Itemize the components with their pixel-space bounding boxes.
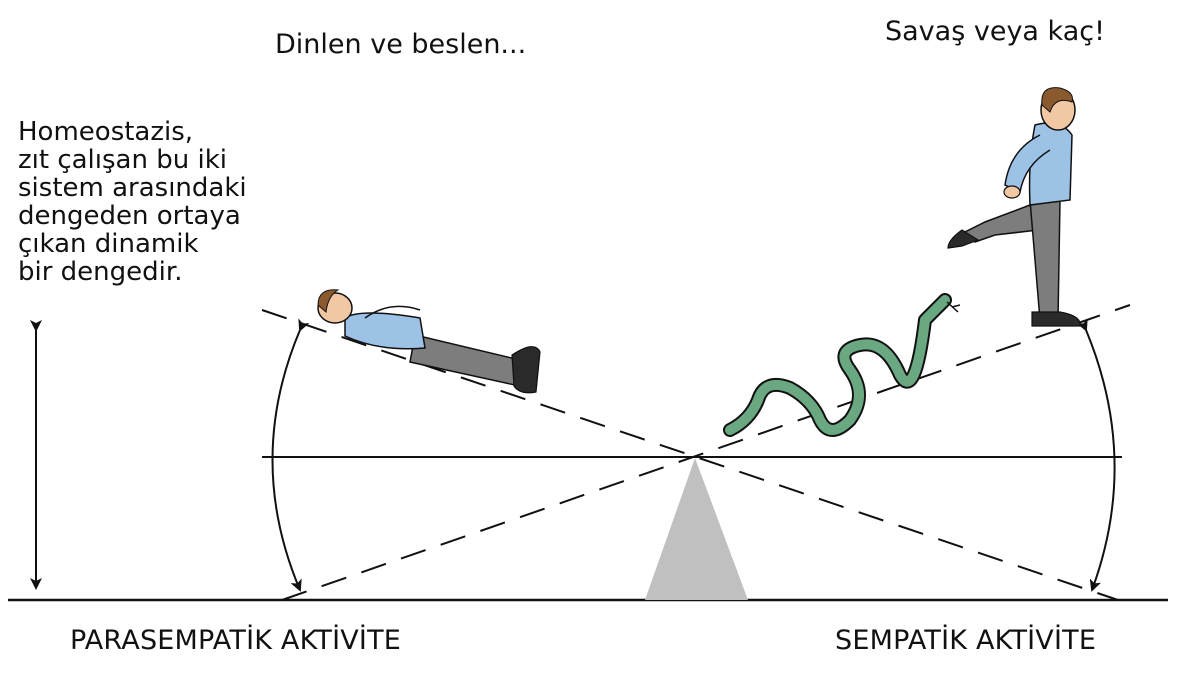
homeostasis-line: bir dengedir. bbox=[18, 257, 183, 287]
homeostasis-line: zıt çalışan bu iki bbox=[18, 145, 227, 175]
left-arc-arrow bbox=[271, 318, 310, 592]
homeostasis-line: dengeden ortaya bbox=[18, 201, 241, 231]
fight-or-flight-caption: Savaş veya kaç! bbox=[885, 16, 1105, 47]
dashed-line-descending bbox=[261, 309, 1119, 601]
fulcrum-triangle bbox=[645, 458, 748, 600]
right-arc-arrow bbox=[1076, 318, 1116, 592]
parasympathetic-activity-label: PARASEMPATİK AKTİVİTE bbox=[70, 625, 402, 656]
dashed-line-ascending bbox=[281, 304, 1131, 601]
snake-icon bbox=[723, 293, 961, 437]
person-lying-icon bbox=[317, 289, 541, 394]
homeostasis-line: sistem arasındaki bbox=[18, 173, 247, 203]
sympathetic-activity-label: SEMPATİK AKTİVİTE bbox=[835, 625, 1097, 656]
homeostasis-description: Homeostazis, zıt çalışan bu iki sistem a… bbox=[18, 118, 247, 286]
rest-and-digest-caption: Dinlen ve beslen... bbox=[275, 29, 527, 60]
person-running-icon bbox=[947, 87, 1081, 327]
homeostasis-line: Homeostazis, bbox=[18, 117, 194, 147]
homeostasis-line: çıkan dinamik bbox=[18, 229, 199, 259]
